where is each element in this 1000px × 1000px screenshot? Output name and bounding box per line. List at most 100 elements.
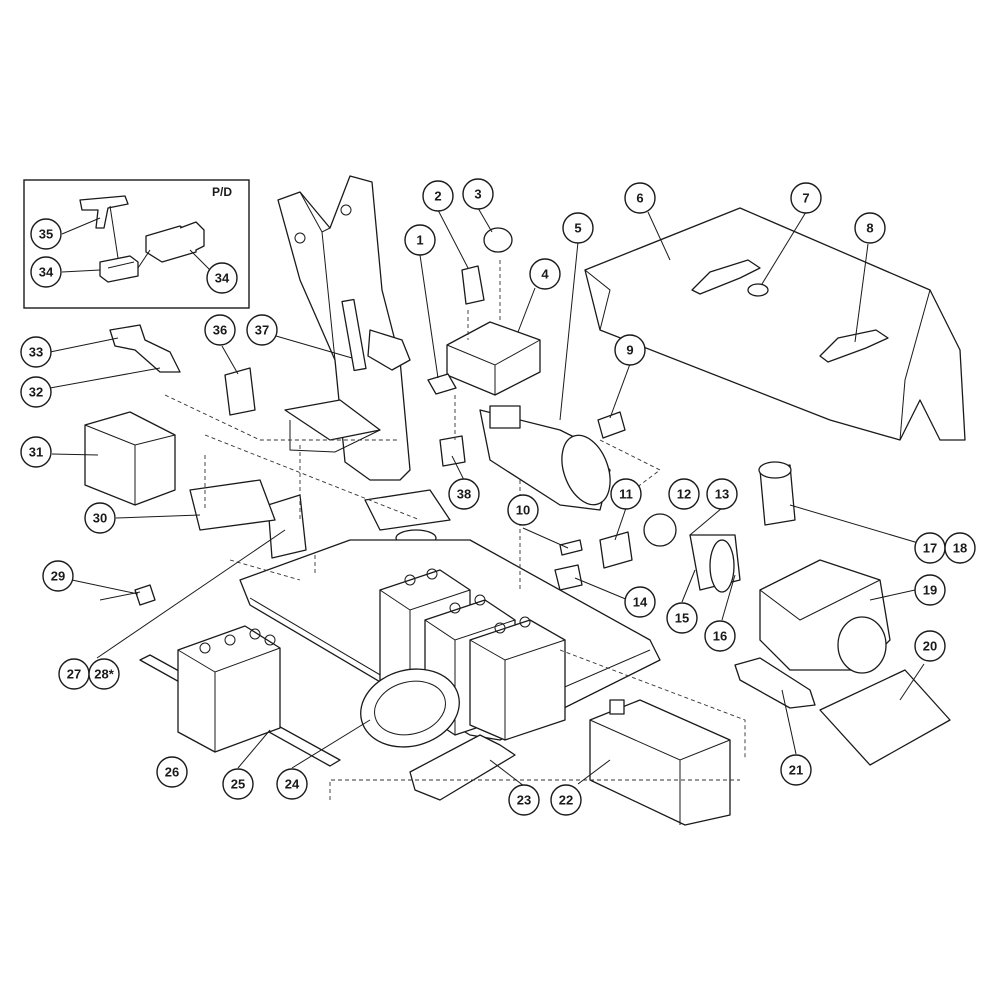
callouts: 1 2 3 4 5 6 7 8 9 10 11 12 13 14 15 16 1… bbox=[20, 178, 976, 816]
svg-text:13: 13 bbox=[715, 487, 729, 502]
svg-text:3: 3 bbox=[474, 187, 481, 202]
svg-text:29: 29 bbox=[51, 569, 65, 584]
callout-21: 21 bbox=[780, 754, 812, 786]
callout-34-right: 34 bbox=[206, 262, 238, 294]
callout-15: 15 bbox=[666, 602, 698, 634]
callout-27: 27 bbox=[58, 658, 90, 690]
slewing-ring bbox=[360, 668, 460, 748]
callout-19: 19 bbox=[914, 574, 946, 606]
callout-28: 28* bbox=[88, 658, 120, 690]
svg-text:19: 19 bbox=[923, 583, 937, 598]
mast-assembly bbox=[277, 175, 451, 547]
svg-text:30: 30 bbox=[93, 511, 107, 526]
svg-text:32: 32 bbox=[29, 385, 43, 400]
svg-text:15: 15 bbox=[675, 611, 689, 626]
svg-text:2: 2 bbox=[434, 189, 441, 204]
callout-22: 22 bbox=[550, 784, 582, 816]
reservoir bbox=[589, 699, 731, 826]
callout-35: 35 bbox=[30, 218, 62, 250]
callout-29: 29 bbox=[42, 560, 74, 592]
svg-text:24: 24 bbox=[285, 777, 300, 792]
cover-handle-top bbox=[691, 259, 761, 295]
callout-3: 3 bbox=[462, 178, 494, 210]
inset-pd-label: P/D bbox=[212, 185, 232, 199]
callout-12: 12 bbox=[668, 478, 700, 510]
svg-text:23: 23 bbox=[517, 793, 531, 808]
leader-lines bbox=[49, 207, 926, 787]
svg-text:34: 34 bbox=[39, 265, 54, 280]
callout-2: 2 bbox=[422, 180, 454, 212]
svg-text:22: 22 bbox=[559, 793, 573, 808]
inset-plug-left bbox=[99, 255, 139, 283]
arm-part bbox=[409, 734, 516, 801]
callout-6: 6 bbox=[624, 182, 656, 214]
svg-text:18: 18 bbox=[953, 541, 967, 556]
svg-text:37: 37 bbox=[255, 323, 269, 338]
callout-30: 30 bbox=[84, 502, 116, 534]
svg-text:17: 17 bbox=[923, 541, 937, 556]
svg-text:27: 27 bbox=[67, 667, 81, 682]
svg-text:4: 4 bbox=[541, 267, 549, 282]
inset-connector-cap bbox=[179, 221, 205, 251]
svg-text:14: 14 bbox=[633, 595, 648, 610]
callout-11: 11 bbox=[610, 478, 642, 510]
callout-33: 33 bbox=[20, 336, 52, 368]
callout-9: 9 bbox=[614, 334, 646, 366]
callout-24: 24 bbox=[276, 768, 308, 800]
hydraulic-tank bbox=[479, 405, 611, 511]
svg-text:33: 33 bbox=[29, 345, 43, 360]
svg-text:12: 12 bbox=[677, 487, 691, 502]
svg-text:36: 36 bbox=[213, 323, 227, 338]
callout-23: 23 bbox=[508, 784, 540, 816]
mounting-plate bbox=[819, 669, 951, 766]
svg-text:6: 6 bbox=[636, 191, 643, 206]
svg-text:26: 26 bbox=[165, 765, 179, 780]
callout-37: 37 bbox=[246, 314, 278, 346]
svg-text:5: 5 bbox=[574, 221, 581, 236]
svg-text:16: 16 bbox=[713, 629, 727, 644]
bracket bbox=[734, 657, 816, 709]
inset-pd: P/D bbox=[23, 179, 250, 309]
callout-31: 31 bbox=[20, 436, 52, 468]
callout-34-left: 34 bbox=[30, 256, 62, 288]
battery-single bbox=[177, 625, 281, 753]
callout-1: 1 bbox=[404, 224, 436, 256]
control-box bbox=[446, 321, 541, 396]
connection-lines bbox=[164, 260, 746, 800]
callout-26: 26 bbox=[156, 756, 188, 788]
callout-32: 32 bbox=[20, 376, 52, 408]
small-parts bbox=[84, 227, 796, 606]
svg-text:20: 20 bbox=[923, 639, 937, 654]
callout-38: 38 bbox=[448, 478, 480, 510]
svg-text:10: 10 bbox=[516, 503, 530, 518]
svg-text:31: 31 bbox=[29, 445, 43, 460]
svg-text:34: 34 bbox=[215, 271, 230, 286]
svg-text:9: 9 bbox=[626, 343, 633, 358]
svg-text:28*: 28* bbox=[94, 667, 114, 682]
cover-shell bbox=[584, 207, 966, 441]
callout-10: 10 bbox=[507, 494, 539, 526]
motor bbox=[759, 559, 891, 674]
callout-17: 17 bbox=[914, 532, 946, 564]
inset-bracket-part bbox=[79, 195, 129, 229]
cover-cap bbox=[747, 283, 769, 297]
svg-text:7: 7 bbox=[802, 191, 809, 206]
callout-5: 5 bbox=[562, 212, 594, 244]
callout-20: 20 bbox=[914, 630, 946, 662]
callout-7: 7 bbox=[790, 182, 822, 214]
callout-13: 13 bbox=[706, 478, 738, 510]
callout-14: 14 bbox=[624, 586, 656, 618]
svg-text:11: 11 bbox=[619, 487, 633, 502]
svg-text:1: 1 bbox=[416, 233, 423, 248]
inset-connector-right bbox=[145, 225, 197, 263]
svg-text:25: 25 bbox=[231, 777, 245, 792]
callout-25: 25 bbox=[222, 768, 254, 800]
callout-4: 4 bbox=[529, 258, 561, 290]
cover-handle-right bbox=[819, 329, 889, 363]
callout-36: 36 bbox=[204, 314, 236, 346]
callout-18: 18 bbox=[944, 532, 976, 564]
svg-text:21: 21 bbox=[789, 763, 803, 778]
callout-16: 16 bbox=[704, 620, 736, 652]
svg-text:8: 8 bbox=[866, 221, 873, 236]
